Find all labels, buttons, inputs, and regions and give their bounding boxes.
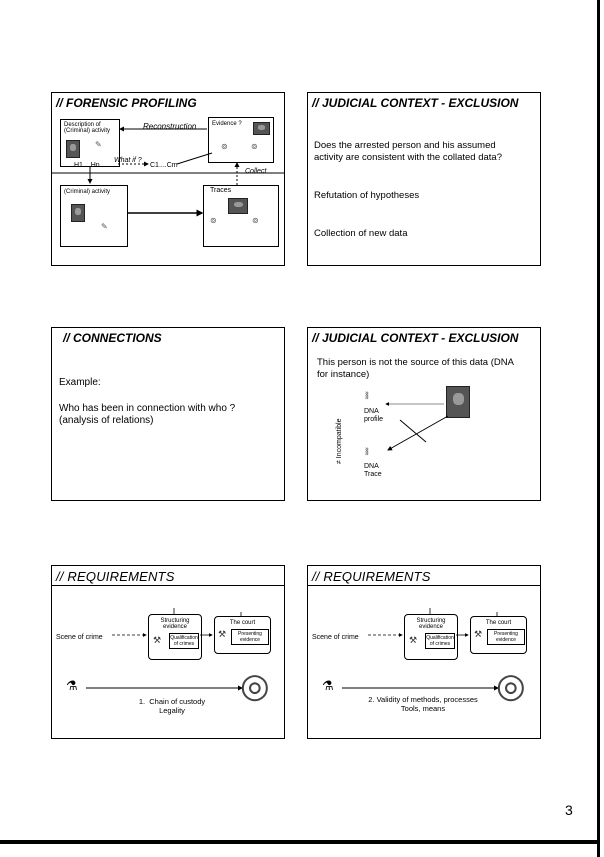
profiling-arrows <box>52 126 284 217</box>
slide-requirements-1: // REQUIREMENTS Scene of crime Structuri… <box>51 565 285 739</box>
scene-label: Scene of crime <box>56 634 103 641</box>
reconstruction-label: Reconstruction <box>143 122 197 131</box>
collect-label: Collect <box>245 168 267 175</box>
evidence-box: Evidence ? ⊚ ⊚ <box>208 117 274 163</box>
page-number: 3 <box>565 802 573 818</box>
presenting-label: Presenting evidence <box>231 629 269 645</box>
refutation-text: Refutation of hypotheses <box>314 190 420 201</box>
activity-box: (Criminal) activity ✎ <box>60 185 128 247</box>
gavel-icon: ⚒ <box>218 629 227 639</box>
example-text: Example: <box>59 377 101 388</box>
structuring-label: Structuring evidence <box>416 618 446 630</box>
page-edge-right <box>597 0 600 857</box>
presenting-label: Presenting evidence <box>487 629 525 645</box>
gavel-icon: ⚒ <box>153 635 162 645</box>
slide-connections: // CONNECTIONS Example: Who has been in … <box>51 327 285 501</box>
gavel-icon: ⚒ <box>474 629 483 639</box>
slide-title: // REQUIREMENTS <box>56 569 175 584</box>
qualification-label: Qualification of crimes <box>169 633 199 649</box>
person-photo <box>446 386 470 418</box>
slide-title: // FORENSIC PROFILING <box>56 96 197 110</box>
question-text: Does the arrested person and his assumed… <box>314 140 502 163</box>
title-underline <box>308 585 540 586</box>
dna-profile-label: DNA profile <box>364 408 384 423</box>
slide-judicial-exclusion-dna: // JUDICIAL CONTEXT - EXCLUSION This per… <box>307 327 541 501</box>
fingerprint-icon: ⊚ <box>221 142 228 151</box>
traces-box: Traces ⊚ ⊚ <box>203 185 279 247</box>
description-label: Description of (Criminal) activity <box>64 122 111 134</box>
what-if-label: What if ? <box>114 157 142 164</box>
dna-trace-label: DNA Trace <box>364 463 382 478</box>
h-label: H1....Hn <box>74 162 100 169</box>
structuring-label: Structuring evidence <box>160 618 190 630</box>
fire-icon: ✎ <box>95 140 102 149</box>
evidence-photo <box>253 122 270 135</box>
slide-title: // REQUIREMENTS <box>312 569 431 584</box>
requirement-caption: 1. Chain of custody Legality <box>138 697 206 715</box>
target-icon: ◎ <box>496 667 526 705</box>
qualification-label: Qualification of crimes <box>425 633 455 649</box>
traces-label: Traces <box>210 187 232 194</box>
slide-judicial-context: // JUDICIAL CONTEXT - EXCLUSION Does the… <box>307 92 541 266</box>
slide-title: // JUDICIAL CONTEXT - EXCLUSION <box>312 96 519 110</box>
microscope-icon: ⚗ <box>66 678 78 693</box>
dna-helix-icon: ⧚ <box>365 390 369 402</box>
collection-text: Collection of new data <box>314 228 408 239</box>
source-text: This person is not the source of this da… <box>317 357 514 380</box>
court-label: The court <box>485 620 512 626</box>
court-box: The court Presenting evidence ⚒ <box>214 616 271 654</box>
requirements-arrows <box>342 608 499 691</box>
fingerprint-icon: ⊚ <box>252 216 259 225</box>
title-underline <box>52 585 284 586</box>
fingerprint-icon: ⊚ <box>251 142 258 151</box>
scene-label: Scene of crime <box>312 634 359 641</box>
slide-title: // JUDICIAL CONTEXT - EXCLUSION <box>312 331 519 345</box>
c-label: C1....Cm <box>150 162 178 169</box>
activity-label: (Criminal) activity <box>64 189 111 195</box>
slide-title: // CONNECTIONS <box>63 331 162 345</box>
dna-helix-icon: ⧚ <box>365 446 369 458</box>
gavel-icon: ⚒ <box>409 635 418 645</box>
structuring-box: Structuring evidence ⚒ Qualification of … <box>148 614 202 660</box>
requirement-caption: 2. Validity of methods, processes Tools,… <box>368 695 478 713</box>
connections-question: Who has been in connection with who ? (a… <box>59 403 236 426</box>
dna-arrows <box>385 402 449 451</box>
slide-forensic-profiling: // FORENSIC PROFILING Description of (Cr… <box>51 92 285 266</box>
fingerprint-icon: ⊚ <box>210 216 217 225</box>
activity-photo <box>71 204 85 222</box>
evidence-label: Evidence ? <box>212 121 242 127</box>
fire-icon: ✎ <box>101 222 108 231</box>
requirements-arrows <box>86 608 243 691</box>
structuring-box: Structuring evidence ⚒ Qualification of … <box>404 614 458 660</box>
court-label: The court <box>229 620 256 626</box>
microscope-icon: ⚗ <box>322 678 334 693</box>
suspect-photo <box>66 140 80 158</box>
page-edge-bottom <box>0 840 600 844</box>
court-box: The court Presenting evidence ⚒ <box>470 616 527 654</box>
traces-photo <box>228 198 248 214</box>
slide-requirements-2: // REQUIREMENTS Scene of crime Structuri… <box>307 565 541 739</box>
target-icon: ◎ <box>240 667 270 705</box>
